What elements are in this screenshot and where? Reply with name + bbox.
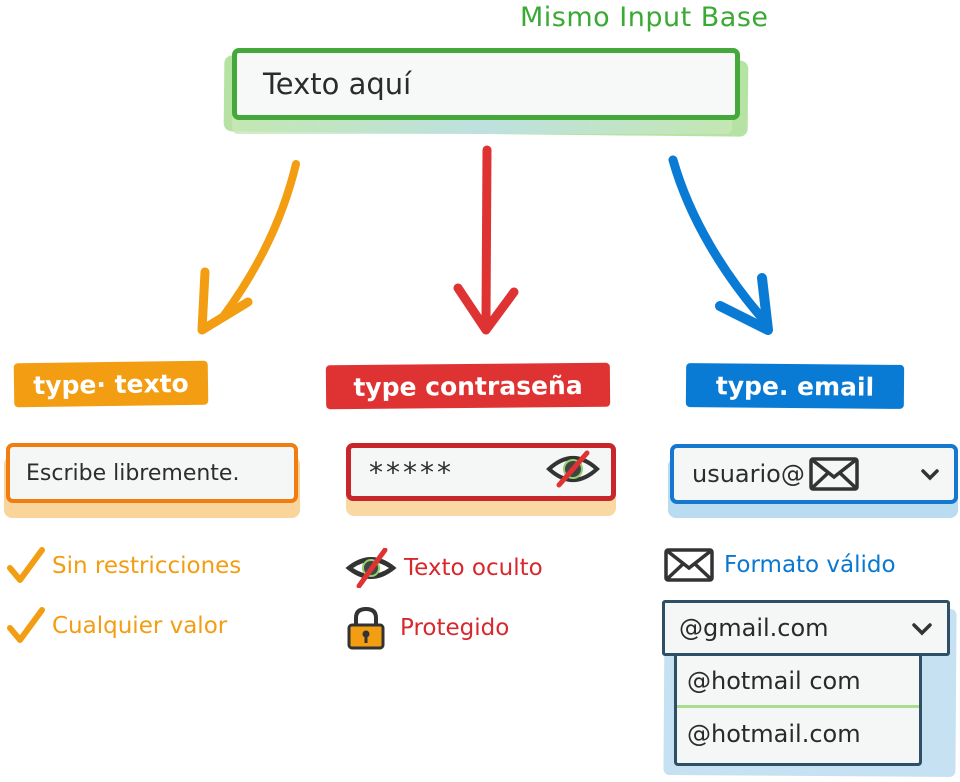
envelope-icon: [809, 457, 859, 491]
domain-option[interactable]: @hotmail com: [677, 656, 919, 708]
lock-icon: [344, 606, 388, 650]
feature-cualquier-valor: Cualquier valor: [6, 606, 227, 646]
diagram-title: Mismo Input Base: [520, 2, 769, 33]
domain-options-list: @hotmail com @hotmail.com: [674, 656, 922, 766]
chevron-down-icon[interactable]: [920, 460, 940, 488]
feature-protegido: Protegido: [344, 606, 509, 650]
email-input-value: usuario@: [692, 460, 805, 488]
feature-sin-restricciones: Sin restricciones: [6, 546, 241, 586]
tag-type-texto: type· texto: [13, 360, 209, 408]
email-input[interactable]: usuario@: [670, 444, 958, 504]
text-input-value: Escribe libremente.: [26, 460, 240, 486]
envelope-icon: [664, 548, 714, 582]
text-input[interactable]: Escribe libremente.: [6, 443, 298, 503]
base-input-value: Texto aquí: [263, 67, 412, 101]
base-text-input[interactable]: Texto aquí: [232, 48, 740, 120]
domain-select[interactable]: @gmail.com: [662, 600, 950, 656]
checkmark-icon: [6, 546, 46, 586]
domain-select-value: @gmail.com: [679, 614, 829, 642]
domain-option[interactable]: @hotmail.com: [687, 720, 861, 748]
password-input-value: *****: [369, 455, 454, 489]
chevron-down-icon[interactable]: [911, 614, 933, 642]
feature-texto-oculto: Texto oculto: [342, 548, 543, 588]
red-arrow-icon: [453, 145, 519, 335]
password-input[interactable]: *****: [346, 443, 616, 501]
eye-slash-icon[interactable]: [545, 449, 601, 496]
tag-type-contrasena: type contraseña: [325, 362, 611, 410]
orange-arrow-icon: [197, 160, 300, 335]
blue-arrow-icon: [668, 155, 773, 335]
checkmark-icon: [6, 606, 46, 646]
feature-formato-valido: Formato válido: [664, 548, 896, 582]
eye-slash-icon: [342, 548, 400, 588]
tag-type-email: type. email: [685, 363, 905, 409]
